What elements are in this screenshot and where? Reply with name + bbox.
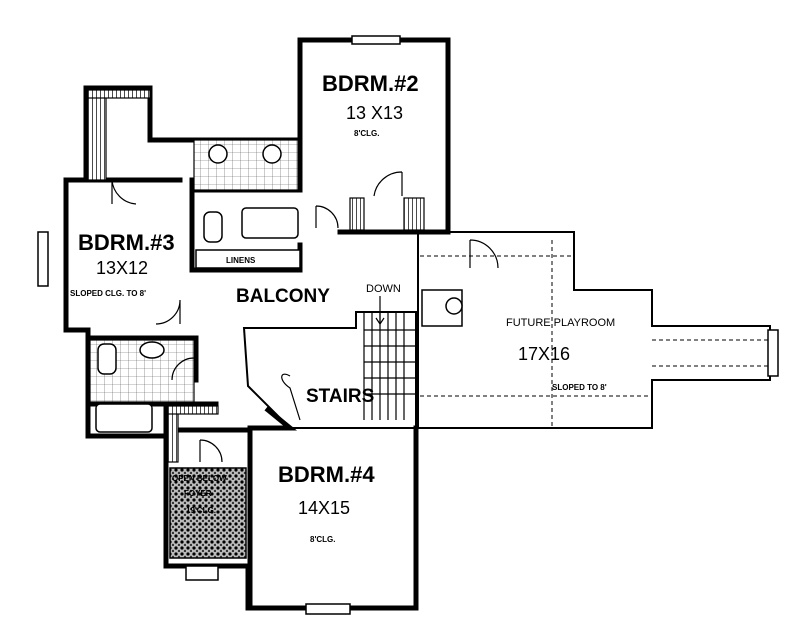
closet-bdrm2b bbox=[403, 197, 425, 231]
toilet-upper bbox=[203, 211, 223, 243]
window-bdrm2 bbox=[351, 35, 401, 45]
door-bdrm3-closet bbox=[111, 179, 137, 205]
closet-bdrm4-top bbox=[167, 405, 219, 415]
wall-playroom bbox=[417, 231, 771, 429]
window-bdrm4 bbox=[305, 603, 351, 615]
bdrm2-note: 8'CLG. bbox=[354, 129, 379, 138]
door-bdrm2 bbox=[373, 171, 403, 197]
window-foyer bbox=[185, 565, 219, 581]
closets bbox=[87, 89, 425, 463]
sink-lower bbox=[139, 341, 165, 359]
open-below-line1: OPEN BELOW bbox=[172, 474, 227, 483]
closet-bdrm3-top bbox=[87, 89, 151, 99]
playroom-name: FUTURE PLAYROOM bbox=[506, 317, 615, 329]
tub-upper bbox=[241, 207, 299, 239]
bdrm3-name: BDRM.#3 bbox=[78, 230, 175, 255]
door-balcony-bath bbox=[315, 205, 339, 229]
stair-arrow bbox=[375, 296, 385, 326]
exterior-walls bbox=[63, 37, 771, 611]
door-bdrm4 bbox=[199, 439, 223, 463]
open-below-line2: FOYER bbox=[184, 489, 212, 498]
toilet-playroom bbox=[445, 297, 463, 315]
playroom-size: 17X16 bbox=[518, 344, 570, 364]
doors bbox=[111, 171, 499, 463]
bath-fixtures bbox=[89, 139, 463, 433]
bdrm3-note: SLOPED CLG. TO 8' bbox=[70, 289, 146, 298]
door-stairs bbox=[249, 387, 273, 411]
closet-bdrm3 bbox=[87, 89, 107, 181]
slope-line-3 bbox=[652, 339, 770, 367]
bdrm3-size: 13X12 bbox=[96, 258, 148, 278]
bdrm4-name: BDRM.#4 bbox=[278, 462, 375, 487]
wall-bdrm2 bbox=[63, 37, 451, 235]
stair-treads bbox=[363, 312, 416, 420]
bdrm2-size: 13 X13 bbox=[346, 103, 403, 123]
open-below-foyer bbox=[169, 467, 247, 559]
sink-upper-right bbox=[262, 144, 282, 164]
linens-label: LINENS bbox=[226, 256, 256, 265]
sink-upper-left bbox=[208, 144, 228, 164]
wall-bdrm3 bbox=[63, 177, 183, 439]
bdrm4-size: 14X15 bbox=[298, 498, 350, 518]
windows bbox=[37, 35, 779, 615]
bdrm2-name: BDRM.#2 bbox=[322, 71, 419, 96]
open-below-line3: 19'CLG. bbox=[186, 506, 216, 515]
stairs-label: STAIRS bbox=[306, 386, 374, 407]
toilet-lower bbox=[97, 343, 117, 375]
closet-bdrm2a bbox=[349, 197, 365, 231]
door-playroom bbox=[469, 239, 499, 269]
window-playroom bbox=[767, 329, 779, 377]
stair-curve bbox=[281, 373, 301, 421]
stairs-direction: DOWN bbox=[366, 283, 401, 295]
bdrm4-note: 8'CLG. bbox=[310, 535, 335, 544]
window-bdrm3 bbox=[37, 231, 49, 287]
bath-upper-floor bbox=[193, 139, 299, 191]
playroom-note: SLOPED TO 8' bbox=[552, 383, 607, 392]
balcony-label: BALCONY bbox=[236, 286, 330, 307]
door-bdrm3 bbox=[155, 299, 181, 325]
tub-lower bbox=[95, 403, 153, 433]
door-bath-lower bbox=[171, 357, 195, 381]
playroom-slope-lines bbox=[420, 240, 770, 428]
linens-closet bbox=[195, 249, 301, 269]
foyer-planter bbox=[169, 467, 247, 559]
labels: BDRM.#2 13 X13 8'CLG. BDRM.#3 13X12 SLOP… bbox=[70, 71, 615, 544]
